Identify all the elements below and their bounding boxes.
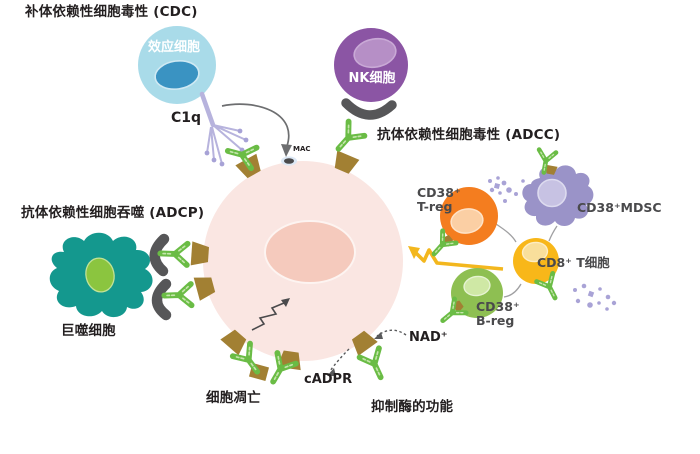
breg-cell (451, 268, 503, 318)
effector-cell (138, 26, 216, 104)
apoptosis-signal-arrow (251, 298, 290, 331)
breg-label-line2: B-reg (476, 312, 515, 328)
nk-cell (334, 28, 408, 102)
breg-label: CD38⁺ B-reg (476, 300, 520, 328)
suppression-signal-arrow (408, 246, 504, 271)
mac-pore-icon (281, 156, 297, 166)
cadpr-label: cADPR (304, 372, 353, 387)
effector-cell-label: 效应细胞 (147, 40, 201, 55)
nk-cell-label: NK细胞 (348, 71, 396, 86)
macrophage-cell (49, 232, 153, 318)
apoptosis-title: 细胞凋亡 (206, 390, 261, 406)
antibody-icon (360, 348, 391, 381)
tumor-cell (203, 161, 403, 361)
mdsc-cell (522, 165, 594, 227)
breg-label-line1: CD38⁺ (476, 299, 520, 314)
macrophage-fc-crescent-icon (149, 233, 170, 277)
cdc-title: 补体依赖性细胞毒性 (CDC) (25, 4, 198, 20)
nad-to-receptor-arrow (374, 329, 407, 339)
adcp-title: 抗体依赖性细胞吞噬 (ADCP) (21, 205, 205, 221)
mdsc-label: CD38⁺MDSC (577, 200, 662, 215)
treg-label: CD38⁺ T-reg (417, 186, 461, 214)
cd8-tcell (513, 238, 559, 284)
cd8-label: CD8⁺ T细胞 (537, 255, 610, 270)
treg-label-line2: T-reg (417, 198, 453, 214)
receptor-to-cadpr-arrow (327, 348, 350, 376)
mac-label: MAC (293, 145, 311, 153)
treg-cell (440, 187, 498, 245)
nk-fc-receptor-crescent-icon (341, 98, 397, 120)
c1q-label: C1q (171, 110, 202, 126)
treg-label-line1: CD38⁺ (417, 185, 461, 200)
adenosine-speckles (488, 176, 617, 311)
c1q-to-mac-arrow (221, 103, 292, 157)
antibody-icon (331, 122, 365, 156)
enzyme-function-title: 抑制酶的功能 (371, 399, 454, 415)
adcc-title: 抗体依赖性细胞毒性 (ADCC) (377, 127, 561, 143)
c1q-complex-icon (199, 91, 249, 167)
macrophage-label: 巨噬细胞 (61, 323, 116, 339)
nad-label: NAD⁺ (409, 330, 448, 345)
cell-interaction-connectors (495, 223, 558, 298)
macrophage-fc-crescent-icon (151, 278, 172, 321)
